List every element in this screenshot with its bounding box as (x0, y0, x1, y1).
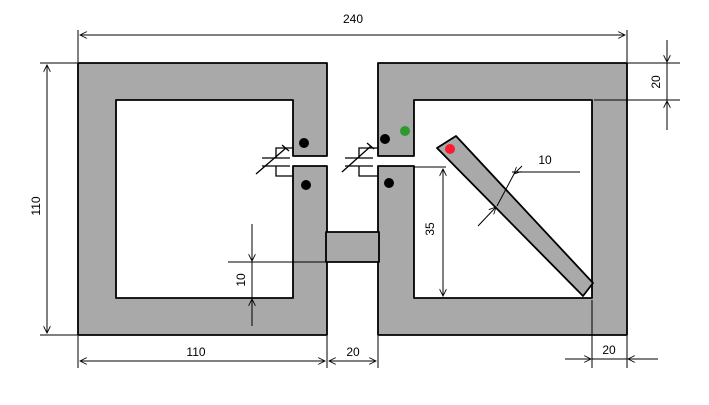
label-gap: 20 (346, 345, 360, 359)
terminal-dot (299, 138, 309, 148)
label-left-square: 110 (186, 345, 205, 359)
dim-line-diagonal-width (514, 165, 523, 174)
variable-capacitor-left (255, 144, 293, 177)
right-ring (377, 62, 628, 336)
left-ring (77, 62, 328, 336)
label-diagonal-width: 10 (538, 153, 552, 167)
metal-structure (77, 62, 628, 336)
connecting-bar (325, 231, 380, 263)
diagonal-stub (436, 135, 594, 297)
label-overall-height: 110 (29, 196, 43, 215)
label-top-strip: 20 (649, 75, 663, 89)
terminal-dot (384, 178, 394, 188)
terminal-dots (299, 134, 394, 190)
label-inner-height: 35 (423, 222, 437, 236)
feed-point-green (400, 126, 410, 136)
label-right-strip: 20 (602, 343, 616, 357)
label-overall-width: 240 (343, 12, 363, 26)
terminal-dot (301, 180, 311, 190)
label-bar-height: 10 (234, 273, 248, 287)
variable-capacitor-right (341, 142, 378, 177)
terminal-dot (380, 134, 390, 144)
feed-point-red (445, 144, 455, 154)
